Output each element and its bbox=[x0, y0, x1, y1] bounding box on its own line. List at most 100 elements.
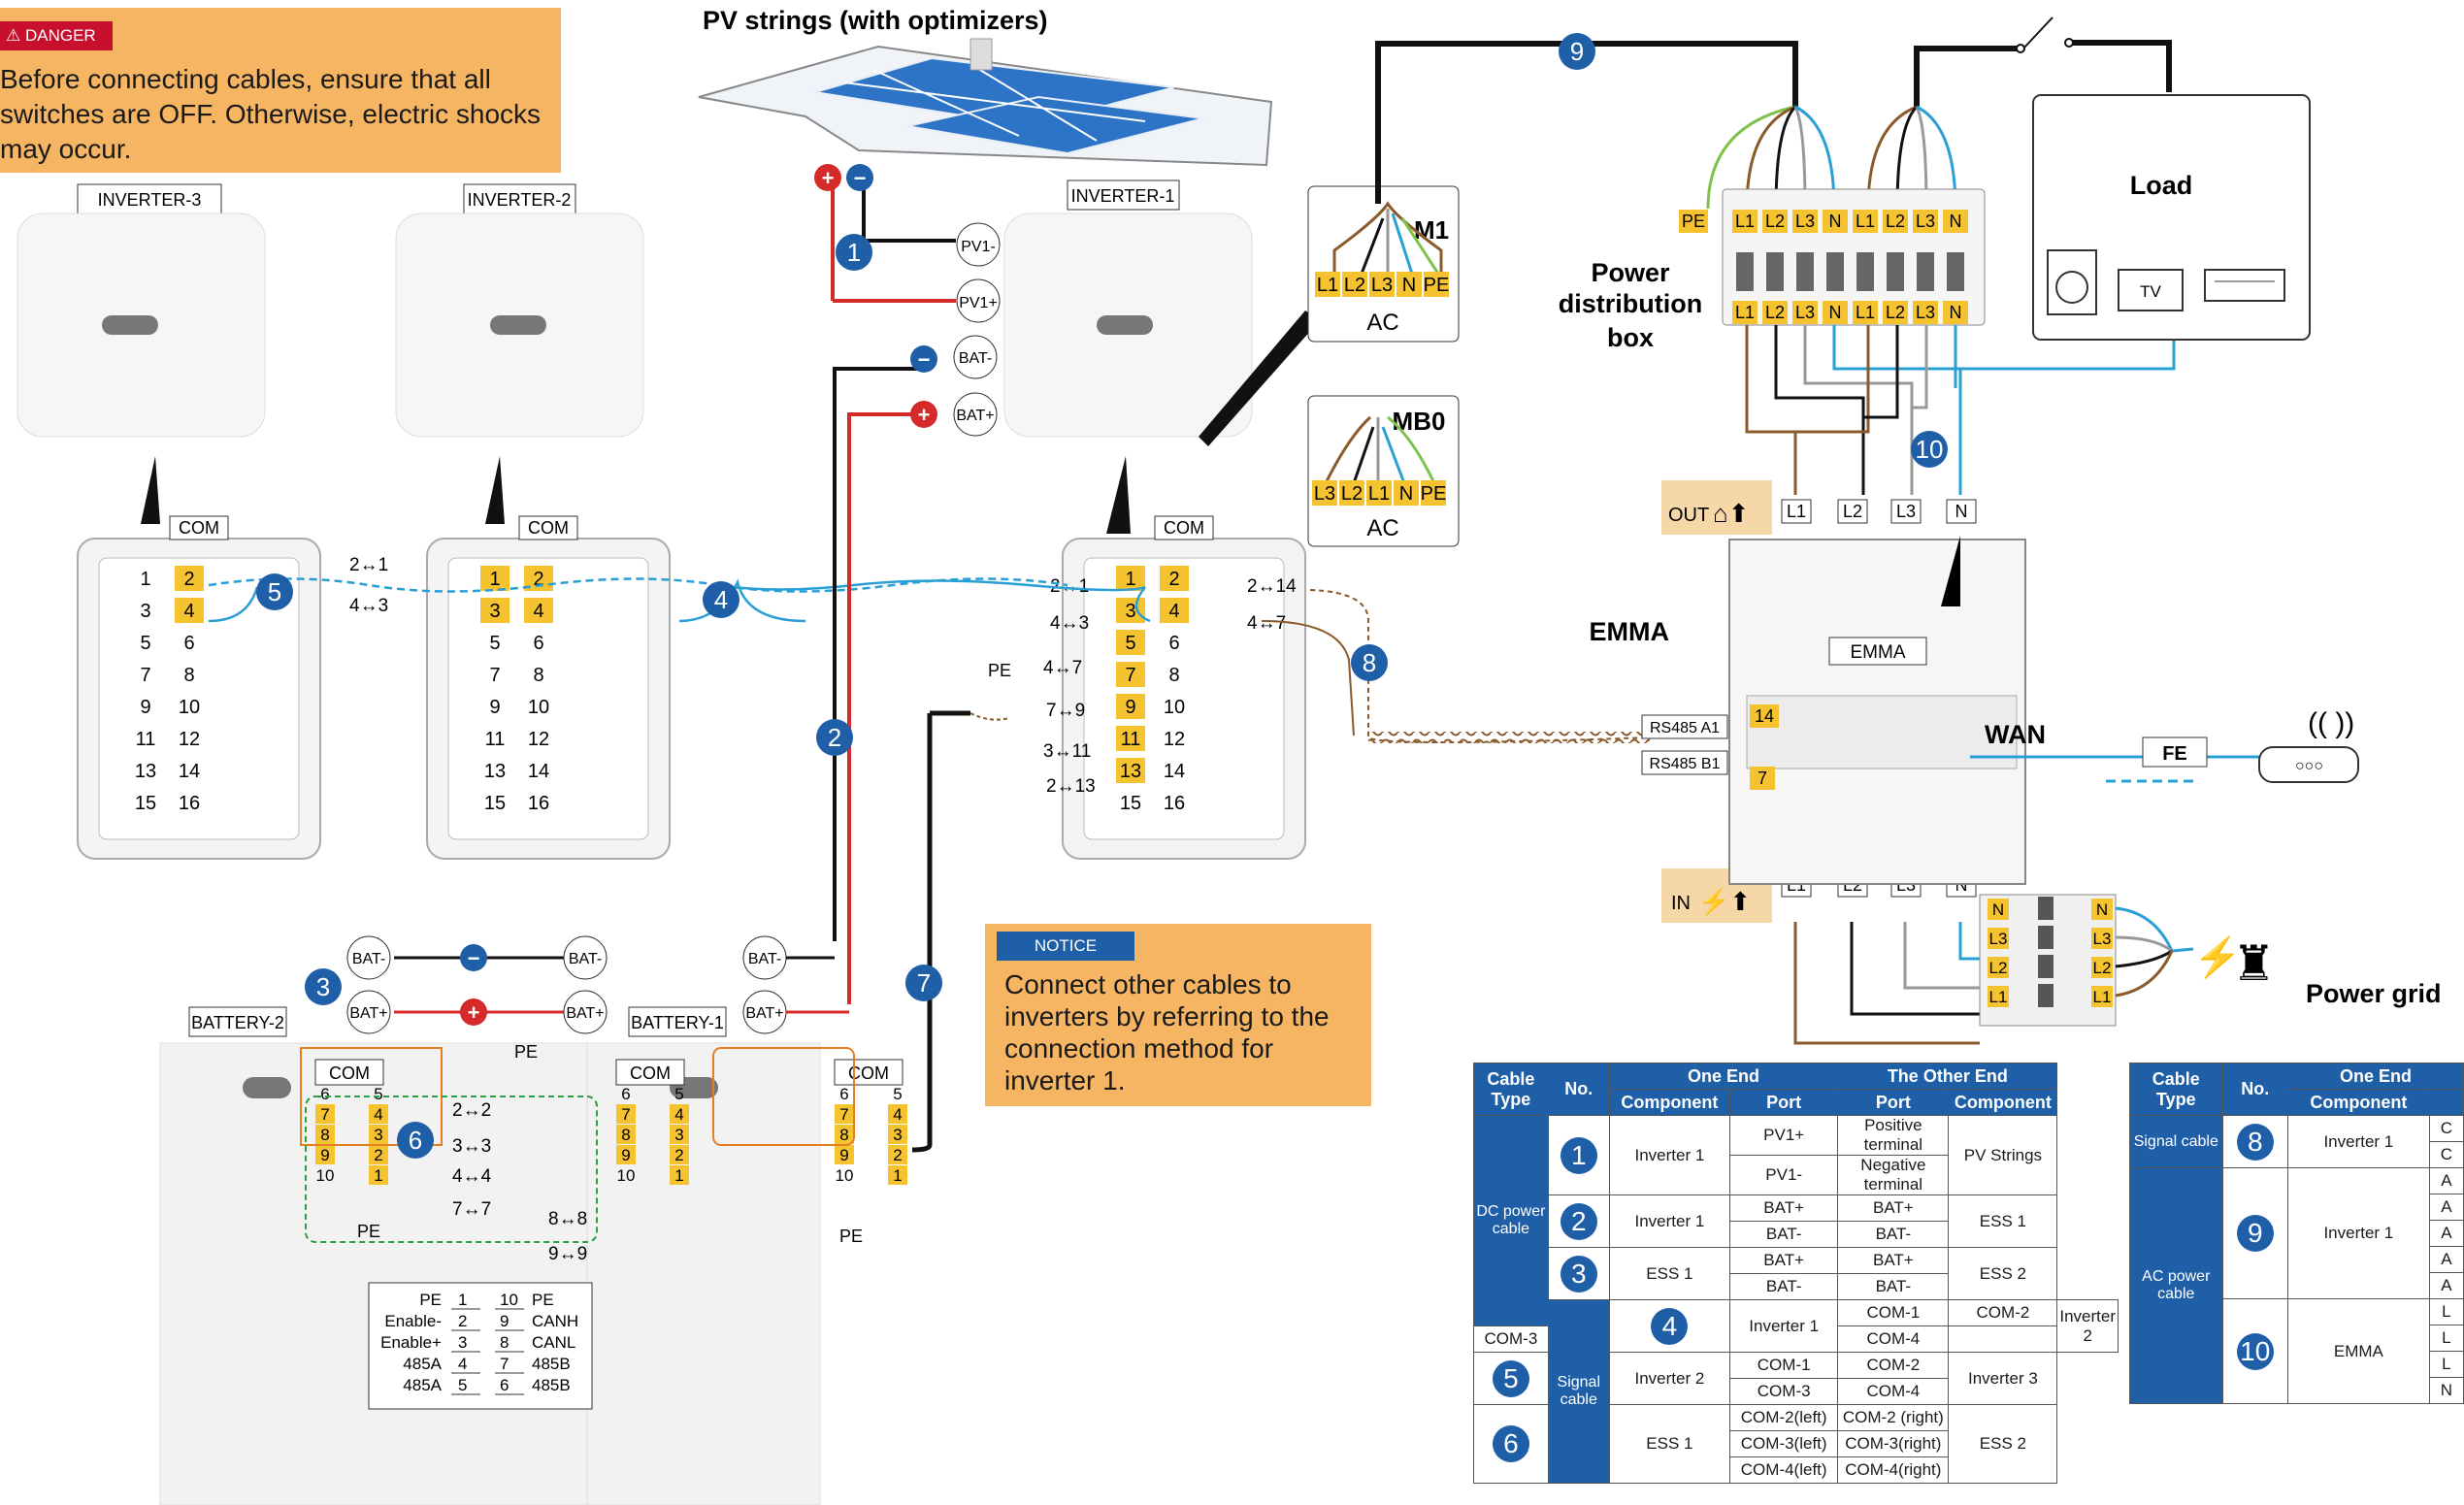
table-cell: L bbox=[2428, 1325, 2464, 1352]
com-pin: 11 bbox=[485, 729, 506, 750]
grid-pin: L2 bbox=[1989, 959, 2008, 977]
table-cell: COM-2 bbox=[1948, 1299, 2058, 1326]
svg-text:4: 4 bbox=[674, 1105, 683, 1124]
com-pin: 8 bbox=[533, 665, 543, 686]
com-pin: 5 bbox=[489, 633, 500, 654]
svg-text:1: 1 bbox=[893, 1166, 902, 1185]
pinout-right-pin: 10 bbox=[500, 1291, 518, 1309]
com-pin: 3 bbox=[140, 601, 150, 622]
t1-header-no: No. bbox=[1547, 1063, 1610, 1116]
connector-pin: L2 bbox=[1344, 275, 1365, 296]
com-pin: 8 bbox=[183, 665, 194, 686]
svg-text:COM: COM bbox=[630, 1063, 671, 1083]
emma-title: EMMA bbox=[1590, 617, 1670, 646]
grid-pin: N bbox=[1992, 900, 2004, 919]
table-cell: 9 bbox=[2221, 1167, 2288, 1299]
com-pin: 4 bbox=[183, 601, 194, 622]
com-pin: 13 bbox=[135, 761, 156, 782]
pdb-bottom-pin: L3 bbox=[1916, 303, 1935, 322]
pdb-top-pin: L3 bbox=[1795, 212, 1815, 231]
pinout-right-pin: 6 bbox=[500, 1376, 509, 1394]
com-pin: 13 bbox=[484, 761, 506, 782]
com-pin: 3 bbox=[489, 601, 500, 622]
table-row: A bbox=[2130, 1220, 2464, 1247]
grid-pin: L1 bbox=[2093, 988, 2112, 1006]
svg-text:5: 5 bbox=[374, 1085, 382, 1103]
com-pin: 10 bbox=[1164, 697, 1185, 718]
notice-box: NOTICE Connect other cables to inverters… bbox=[985, 924, 1371, 1106]
mb0-title: MB0 bbox=[1393, 407, 1446, 436]
svg-text:8: 8 bbox=[621, 1126, 630, 1144]
cable-number-label: 10 bbox=[1916, 435, 1944, 464]
svg-text:7: 7 bbox=[839, 1105, 848, 1124]
cable-number-label: 9 bbox=[1570, 37, 1584, 66]
table-cell: COM-3 bbox=[1473, 1325, 1549, 1353]
svg-text:2: 2 bbox=[893, 1146, 902, 1164]
inverter-2: INVERTER-2 bbox=[395, 183, 644, 438]
bat-minus-port: BAT- bbox=[959, 350, 992, 367]
grid-pin: N bbox=[2096, 900, 2108, 919]
table-cell: 8 bbox=[2221, 1115, 2288, 1168]
pdb-top-pin: N bbox=[1829, 212, 1842, 231]
svg-text:⚡⬆: ⚡⬆ bbox=[1698, 887, 1751, 917]
svg-text:4: 4 bbox=[374, 1105, 382, 1124]
cable-number-1 bbox=[836, 234, 872, 271]
cable-table-1: Cable Type No. One End The Other End Com… bbox=[1473, 1063, 2119, 1484]
table-cell: ESS 1 bbox=[1608, 1404, 1731, 1484]
com-pin: 6 bbox=[183, 633, 194, 654]
svg-text:BAT-: BAT- bbox=[569, 951, 602, 967]
cable-number-label: 5 bbox=[268, 577, 281, 606]
table-cell: COM-4(left) bbox=[1729, 1456, 1839, 1484]
grid-pin: L3 bbox=[1989, 930, 2008, 948]
pinout-left-pin: 4 bbox=[458, 1355, 467, 1373]
com-pin: 10 bbox=[528, 697, 549, 718]
table-row: COM-3(left)COM-3(right) bbox=[1474, 1430, 2119, 1457]
inverter-1: INVERTER-1 bbox=[1003, 180, 1253, 438]
pin-map-label: 2↔1 bbox=[1050, 576, 1089, 597]
com-pin: 10 bbox=[179, 697, 200, 718]
svg-text:2: 2 bbox=[374, 1146, 382, 1164]
com-pin: 14 bbox=[1164, 761, 1185, 782]
svg-text:BAT-: BAT- bbox=[748, 951, 781, 967]
table-row: L bbox=[2130, 1325, 2464, 1352]
tv-icon bbox=[2118, 269, 2184, 311]
danger-box: ⚠ DANGER Before connecting cables, ensur… bbox=[0, 8, 561, 173]
table-row: COM-4(left)COM-4(right) bbox=[1474, 1456, 2119, 1484]
table-cell: Inverter 1 bbox=[1729, 1299, 1839, 1353]
pinout-right-label: PE bbox=[532, 1291, 554, 1309]
table-cell: Inverter 1 bbox=[2286, 1167, 2430, 1299]
table-cell: AC power cable bbox=[2129, 1167, 2223, 1404]
battery-pin-map: 3↔3 bbox=[452, 1136, 491, 1157]
svg-text:−: − bbox=[854, 166, 867, 190]
cable-number-7 bbox=[905, 965, 942, 1001]
table-cell: 10 bbox=[2221, 1298, 2288, 1404]
svg-text:9: 9 bbox=[839, 1146, 848, 1164]
pinout-left-label: 485A bbox=[403, 1355, 442, 1373]
svg-text:box: box bbox=[1607, 323, 1654, 352]
tower-icon: ♜ bbox=[2232, 936, 2276, 991]
svg-text:9: 9 bbox=[621, 1146, 630, 1164]
danger-text: Before connecting cables, ensure that al… bbox=[0, 64, 542, 164]
com-pin: 1 bbox=[1125, 569, 1135, 590]
rs485-b1: RS485 B1 bbox=[1650, 756, 1721, 772]
table-row: BAT-BAT- bbox=[1474, 1273, 2119, 1300]
notice-text: Connect other cables to inverters by ref… bbox=[1004, 969, 1330, 1096]
emma-device-label: EMMA bbox=[1851, 642, 1906, 663]
pinout-right-label: CANL bbox=[532, 1333, 575, 1352]
com-pin: 5 bbox=[1125, 633, 1135, 654]
pdb-bottom-pin: L2 bbox=[1886, 303, 1905, 322]
table-cell: ESS 2 bbox=[1948, 1404, 2058, 1484]
com-pin: 16 bbox=[528, 793, 549, 814]
emma-pin-14: 14 bbox=[1755, 706, 1774, 726]
pinout-right-pin: 7 bbox=[500, 1355, 509, 1373]
com-pin: 5 bbox=[140, 633, 150, 654]
com-pin: 12 bbox=[179, 729, 200, 750]
